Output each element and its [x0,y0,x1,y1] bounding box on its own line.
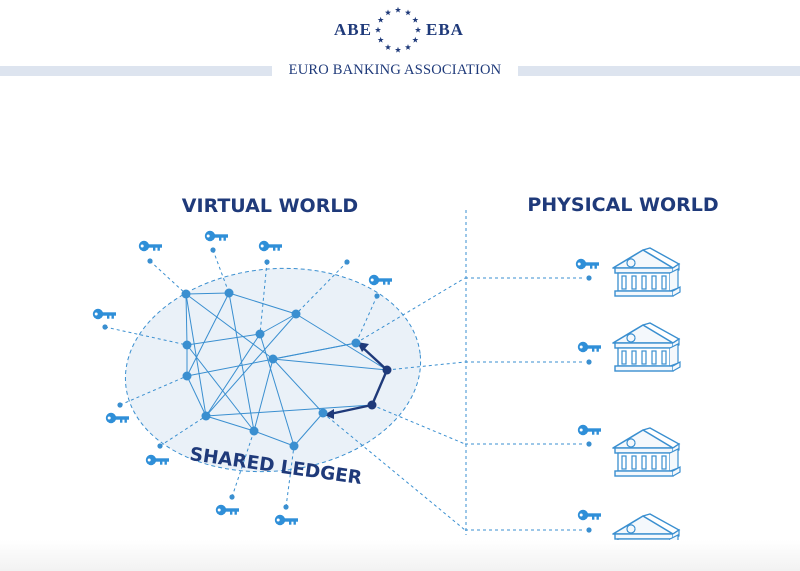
key-icon [368,274,392,286]
logo-star [412,16,419,23]
logo-abe: ABE [334,20,372,39]
key-links [104,249,584,531]
key-icon [577,509,601,521]
key-icon [145,454,169,466]
logo-star [377,16,384,23]
bank-building-icon [612,247,681,297]
key-dots [102,247,592,533]
shared-ledger-ellipse [124,267,422,473]
key-icon [204,230,228,242]
header-band-left [0,66,272,76]
logo-star [394,6,402,13]
bottom-fade [0,540,800,571]
key-icon [105,412,129,424]
network-nodes [181,288,361,451]
key-icon [138,240,162,252]
logo-star [374,26,382,33]
key-icon [577,424,601,436]
logo-star [384,9,392,16]
logo-star [414,26,422,33]
bank-building-icon [612,427,681,477]
network-edges [185,292,388,447]
virtual-world-title: VIRTUAL WORLD [182,195,358,217]
key-icon [577,341,601,353]
logo-star [384,44,392,50]
logo-eba: EBA [426,20,464,39]
transaction-nodes [367,365,392,410]
logo-star [404,9,412,16]
logo-star [404,44,412,50]
header-band-right [518,66,800,76]
key-icon [92,308,116,320]
physical-world-title: PHYSICAL WORLD [527,194,718,216]
header: ABE EBA EURO BANKING ASSOCIATION [0,0,800,90]
logo-star [412,36,419,43]
logo-star [394,46,402,53]
eu-stars-icon [374,6,422,53]
key-icon [274,514,298,526]
key-icon [575,258,599,270]
association-name: EURO BANKING ASSOCIATION [288,62,502,78]
bank-building-icon [612,322,681,372]
logo-star [377,36,384,43]
key-icon [215,504,239,516]
key-icon [258,240,282,252]
